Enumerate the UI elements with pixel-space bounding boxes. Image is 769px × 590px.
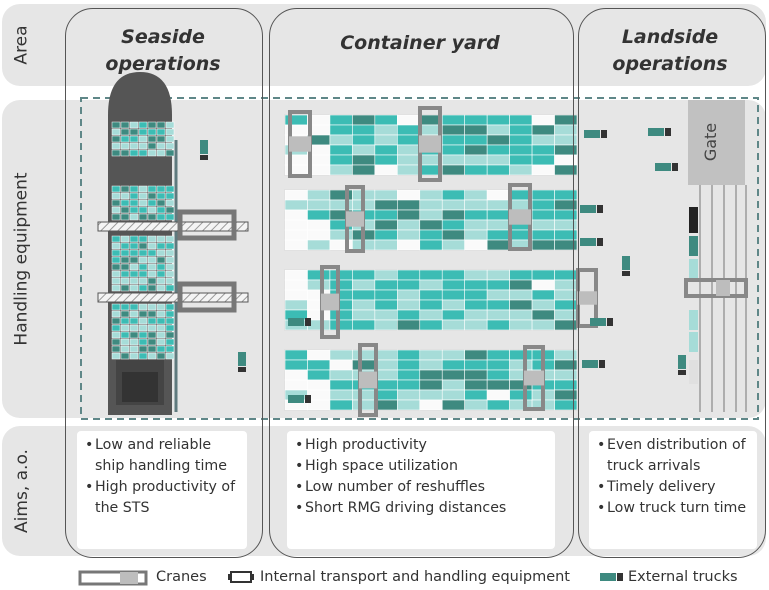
gate-label: Gate	[701, 123, 720, 161]
legend-cranes: Cranes	[78, 567, 207, 587]
aims-yard: High productivity High space utilization…	[287, 431, 555, 549]
column-seaside-frame	[65, 8, 263, 558]
aims-yard-item: Low number of reshuffles	[295, 477, 551, 498]
aims-seaside-item: High productivity of the STS	[85, 477, 243, 519]
yard-cranes	[288, 106, 598, 417]
terminal-dashed-border	[80, 97, 759, 420]
gate-box	[688, 100, 745, 185]
column-title-yard: Container yard	[340, 32, 500, 54]
legend-internal-label: Internal transport and handling equipmen…	[260, 569, 570, 585]
aims-landside-item: Even distribution of truck arrivals	[597, 435, 753, 477]
aims-landside-item: Timely delivery	[597, 477, 753, 498]
sts-crane-2	[97, 281, 249, 313]
legend-truck-icon	[600, 573, 623, 581]
legend-crane-icon	[78, 570, 148, 586]
column-title-seaside: Seaside operations	[105, 26, 221, 75]
column-yard-frame	[269, 8, 574, 558]
aims-seaside: Low and reliable ship handling time High…	[77, 431, 247, 549]
column-title-landside: Landside operations	[612, 26, 728, 75]
aims-landside: Even distribution of truck arrivals Time…	[589, 431, 757, 549]
legend-external: External trucks	[600, 567, 738, 587]
ship	[108, 72, 175, 415]
legend-internal-icon	[228, 571, 254, 583]
aims-seaside-item: Low and reliable ship handling time	[85, 435, 243, 477]
legend-cranes-label: Cranes	[156, 569, 207, 585]
row-area-bg	[2, 4, 766, 86]
aims-yard-item: High space utilization	[295, 456, 551, 477]
legend-external-label: External trucks	[628, 569, 738, 585]
aims-yard-item: High productivity	[295, 435, 551, 456]
gate-lanes	[699, 185, 747, 412]
sts-crane-1	[97, 209, 249, 241]
gate-crane	[684, 278, 748, 298]
aims-landside-item: Low truck turn time	[597, 498, 753, 519]
legend-internal: Internal transport and handling equipmen…	[228, 567, 570, 587]
lane-vehicles	[689, 207, 698, 384]
aims-yard-item: Short RMG driving distances	[295, 498, 551, 519]
trucks	[200, 128, 686, 403]
column-landside-frame	[578, 8, 766, 558]
